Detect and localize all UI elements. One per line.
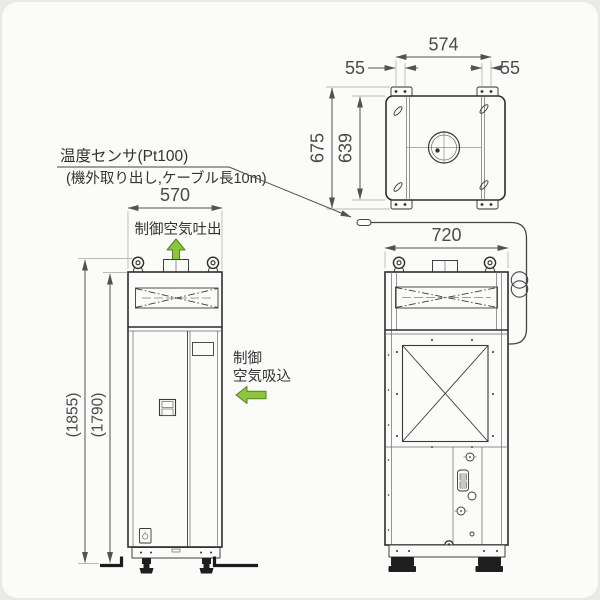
port-fitting-3: [454, 506, 468, 516]
sensor-callout: 温度センサ(Pt100) (機外取り出し,ケーブル長10m): [57, 147, 529, 345]
sensor-title: 温度センサ(Pt100): [60, 147, 188, 165]
sensor-probe: [356, 219, 372, 226]
air-inlet-arrow-icon: [235, 386, 267, 404]
port-fitting-4: [469, 531, 475, 537]
dim-label-675: 675: [308, 133, 328, 163]
access-panel: [396, 339, 494, 448]
leader-line: [228, 166, 352, 218]
dim-label-574: 574: [428, 35, 458, 55]
duct-collar: [432, 260, 458, 273]
duct-opening: [406, 131, 481, 164]
port-fitting-2: [467, 491, 477, 501]
leveling-foot-right: [475, 557, 503, 572]
port-fitting-1: [463, 452, 477, 462]
top-view: [385, 86, 506, 210]
leveling-foot-left: [139, 558, 154, 574]
dim-label-55-left: 55: [345, 58, 365, 78]
panel-screws: [396, 339, 494, 448]
top-view-dimensions: 574 55 55 675 639: [308, 35, 520, 210]
sensor-note: (機外取り出し,ケーブル長10m): [66, 169, 267, 187]
base-frame: [131, 547, 221, 559]
duct-collar: [163, 259, 189, 273]
frame-seams: [391, 272, 502, 545]
hinge-screws: [387, 354, 390, 531]
air-inlet-label-line1: 制御: [233, 350, 262, 367]
dim-label-570: 570: [160, 185, 190, 205]
front-view: 570 制御空気吐出: [65, 185, 291, 574]
door-seams: [132, 331, 218, 547]
door-handle: [158, 398, 177, 417]
dim-label-1790: (1790): [90, 393, 107, 438]
cable-coil: [510, 271, 529, 298]
vent-slots: [393, 104, 489, 192]
leveling-foot-right: [199, 558, 214, 574]
top-view-body: [385, 95, 506, 201]
center-mark: [435, 148, 440, 153]
floor-line-left: [100, 556, 124, 568]
dim-label-55-right: 55: [500, 58, 520, 78]
exhaust-louver: [135, 287, 219, 309]
tab-bolt-holes: [394, 90, 493, 206]
eyebolt-right: [206, 256, 220, 273]
eyebolt-right: [483, 256, 497, 273]
eyebolt-left: [392, 256, 406, 273]
side-view: 720: [384, 225, 509, 572]
rear-louver: [395, 286, 498, 309]
dim-label-1855: (1855): [65, 393, 82, 438]
front-height-dimensions: (1855) (1790): [65, 258, 132, 564]
air-inlet-label-line2: 空気吸込: [233, 368, 291, 385]
cabinet-body: [127, 271, 223, 548]
floor-line-right: [212, 556, 258, 568]
lock-emblem: [139, 528, 152, 544]
dim-label-720: 720: [431, 225, 461, 245]
air-outlet-label: 制御空気吐出: [135, 221, 222, 238]
door-window: [192, 342, 214, 356]
terminal-connector: [457, 469, 469, 492]
eyebolt-left: [131, 256, 145, 273]
dim-label-639: 639: [336, 133, 356, 163]
base-frame: [388, 544, 506, 558]
leveling-foot-left: [388, 557, 416, 572]
